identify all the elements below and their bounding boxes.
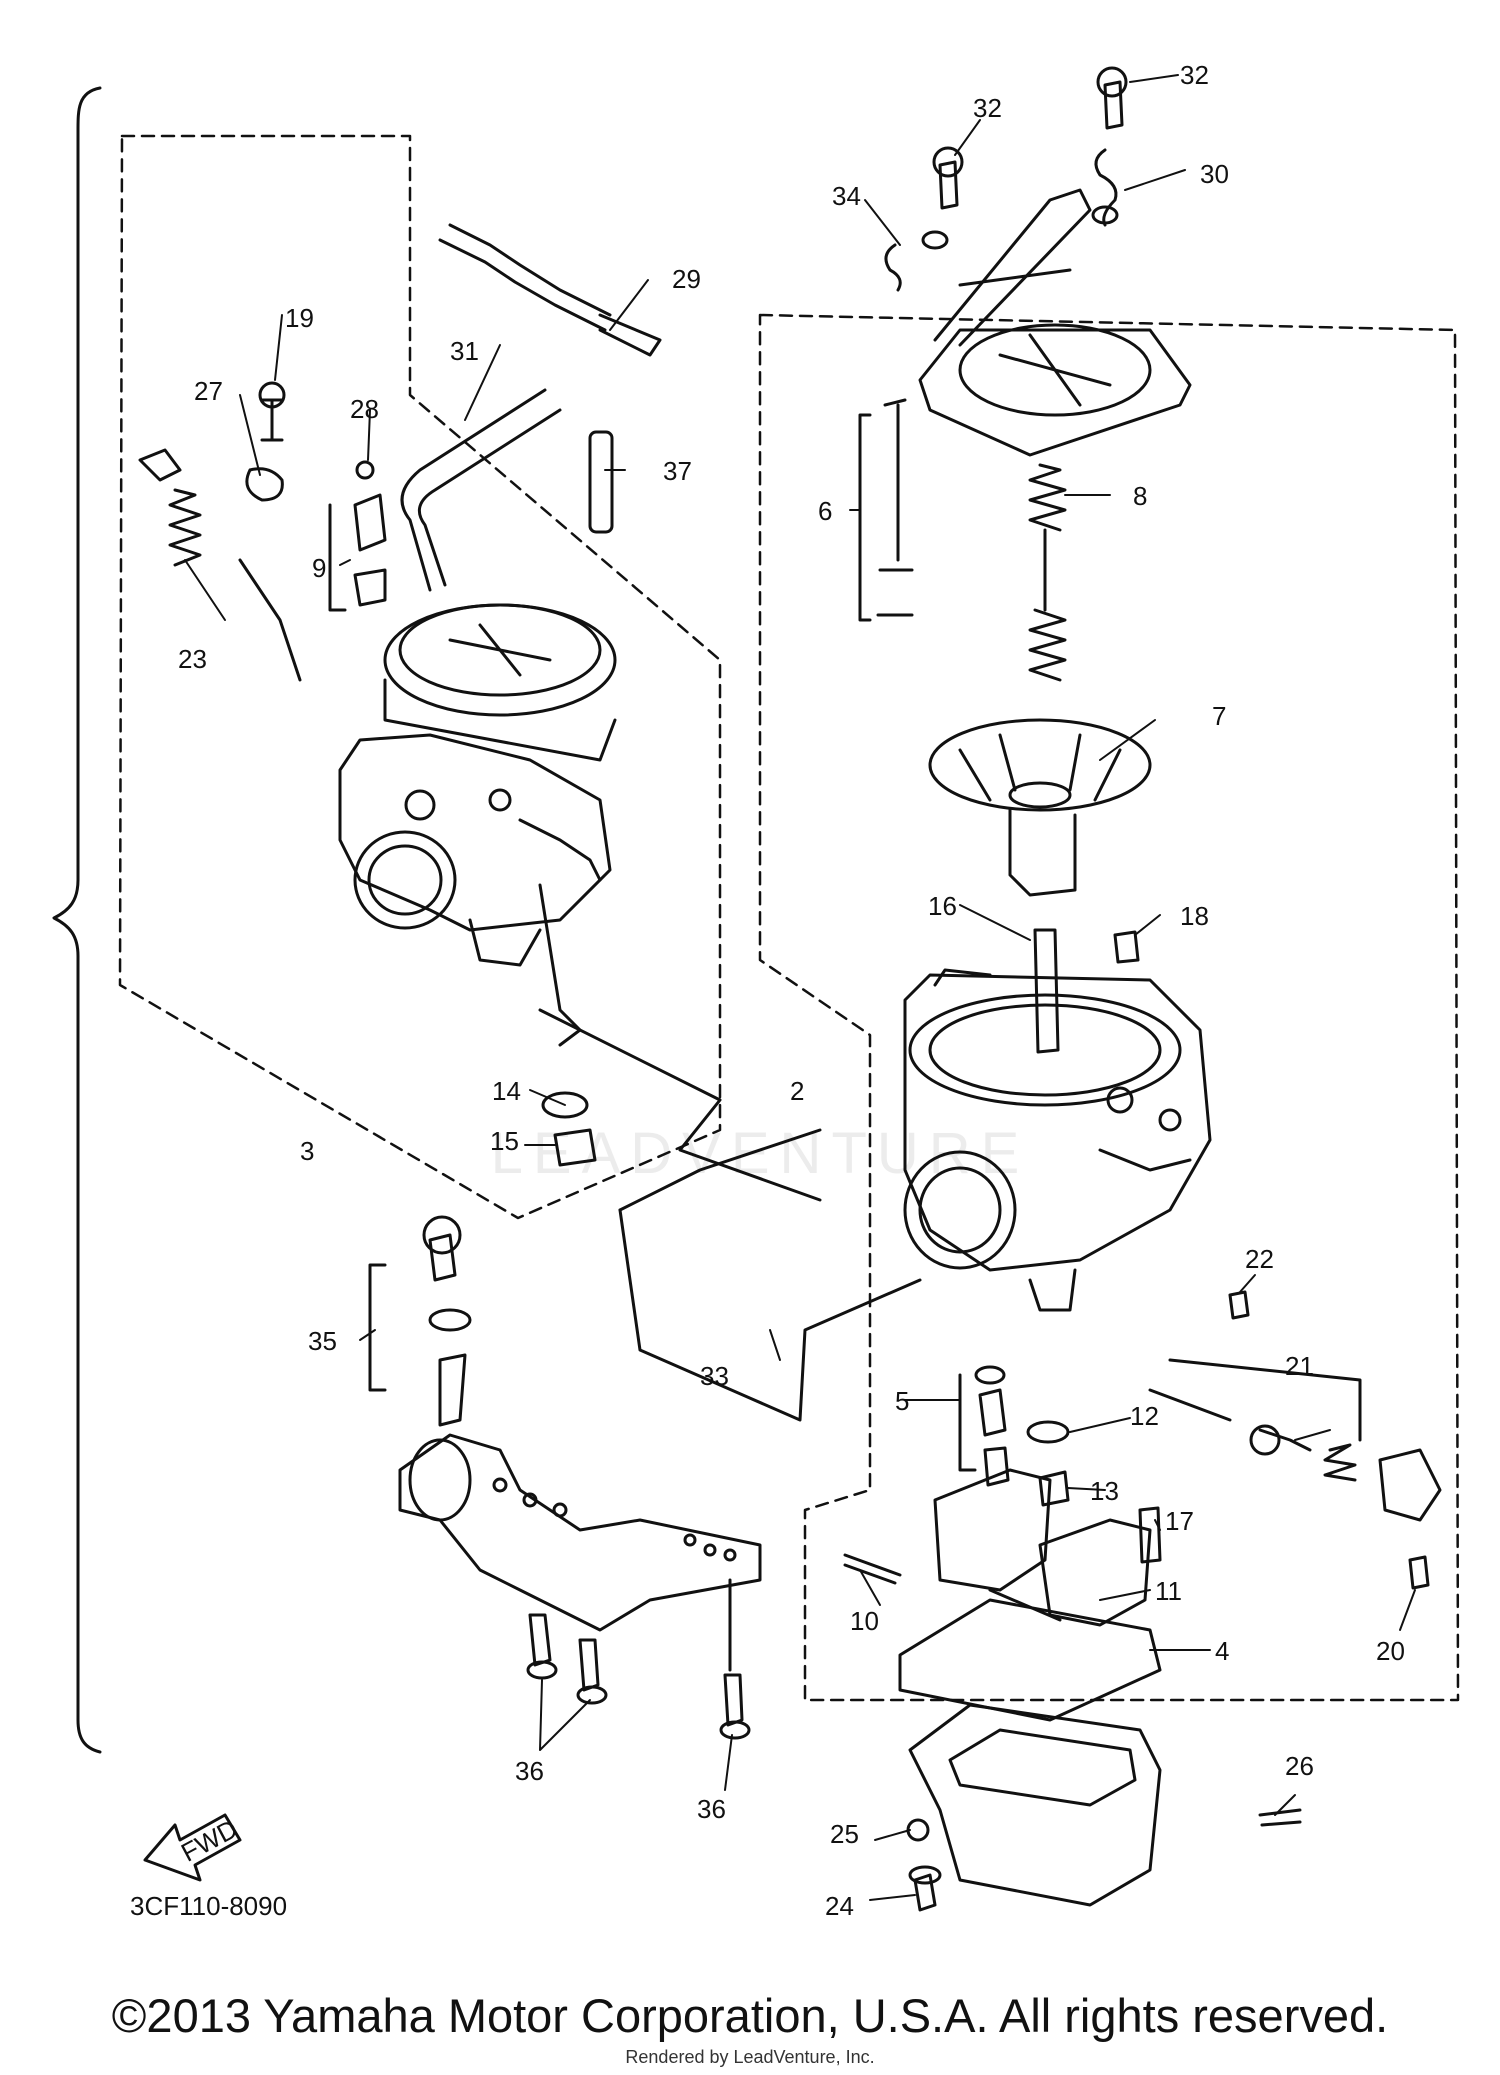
part-label-16: 16 bbox=[928, 891, 957, 921]
bracket-35 bbox=[398, 1433, 762, 1632]
part-label-29: 29 bbox=[672, 264, 701, 294]
pipe-29 bbox=[438, 223, 662, 357]
jet-9 bbox=[353, 493, 387, 607]
plug-15 bbox=[553, 1128, 597, 1167]
pilot-screw-21 bbox=[1148, 1388, 1312, 1452]
copyright-notice: ©2013 Yamaha Motor Corporation, U.S.A. A… bbox=[111, 1989, 1389, 2042]
part-label-27: 27 bbox=[194, 376, 223, 406]
part-label-22: 22 bbox=[1245, 1244, 1274, 1274]
part-label-30: 30 bbox=[1200, 159, 1229, 189]
bolt-36a bbox=[528, 1613, 552, 1667]
needle-6 bbox=[876, 398, 914, 617]
assembly-brace bbox=[52, 86, 102, 1754]
screw-26 bbox=[1258, 1808, 1302, 1827]
diaphragm bbox=[928, 718, 1152, 897]
part-label-36b: 36 bbox=[697, 1794, 726, 1824]
part-label-4: 4 bbox=[1215, 1636, 1229, 1666]
left-carburetor bbox=[338, 603, 617, 1047]
part-label-10: 10 bbox=[850, 1606, 879, 1636]
part-label-7: 7 bbox=[1212, 701, 1226, 731]
fwd-arrow bbox=[143, 1813, 242, 1882]
screw-10 bbox=[843, 1553, 902, 1585]
float-11 bbox=[933, 1468, 1152, 1627]
diaphragm-cover bbox=[918, 188, 1192, 457]
washer-14 bbox=[541, 1091, 589, 1119]
screw-18 bbox=[1113, 930, 1140, 964]
part-label-3: 3 bbox=[300, 1136, 314, 1166]
spring-23 bbox=[138, 448, 202, 567]
part-label-28: 28 bbox=[350, 394, 379, 424]
part-label-5: 5 bbox=[895, 1386, 909, 1416]
gasket-4 bbox=[898, 1598, 1162, 1722]
part-label-2: 2 bbox=[790, 1076, 804, 1106]
part-label-14: 14 bbox=[492, 1076, 521, 1106]
part-label-9: 9 bbox=[312, 553, 326, 583]
screw-19 bbox=[260, 398, 284, 442]
bolt-24 bbox=[913, 1873, 937, 1912]
clip-30 bbox=[1094, 148, 1118, 227]
drawing-code: 3CF110-8090 bbox=[130, 1891, 287, 1921]
part-label-37: 37 bbox=[663, 456, 692, 486]
dashed-outline-left bbox=[118, 134, 722, 1220]
part-labels: 2 3 4 5 6 7 8 9 10 11 12 13 14 15 16 17 … bbox=[178, 60, 1405, 1921]
link-33 bbox=[618, 1208, 922, 1422]
part-label-35: 35 bbox=[308, 1326, 337, 1356]
part-label-31: 31 bbox=[450, 336, 479, 366]
clip-34 bbox=[884, 243, 902, 292]
part-label-12: 12 bbox=[1130, 1401, 1159, 1431]
screw-32a bbox=[1103, 80, 1124, 130]
part-label-11: 11 bbox=[1155, 1576, 1182, 1606]
part-label-18: 18 bbox=[1180, 901, 1209, 931]
bolt-36c bbox=[723, 1673, 744, 1727]
spring-8 bbox=[1028, 463, 1067, 682]
fwd-label: FWD bbox=[176, 1813, 242, 1867]
part-label-32b: 32 bbox=[973, 93, 1002, 123]
screw-22 bbox=[1228, 1290, 1250, 1320]
part-label-32a: 32 bbox=[1180, 60, 1209, 90]
rendered-by-notice: Rendered by LeadVenture, Inc. bbox=[625, 2047, 875, 2067]
part-label-17: 17 bbox=[1165, 1506, 1194, 1536]
jet-17 bbox=[1138, 1506, 1162, 1564]
hose-31 bbox=[400, 388, 562, 592]
part-label-26: 26 bbox=[1285, 1751, 1314, 1781]
part-label-25: 25 bbox=[830, 1819, 859, 1849]
part-label-24: 24 bbox=[825, 1891, 854, 1921]
float-bowl bbox=[908, 1703, 1162, 1907]
jet-5 bbox=[978, 1388, 1010, 1487]
dashed-outline-right bbox=[758, 313, 1460, 1702]
clip-27 bbox=[245, 467, 284, 502]
part-label-8: 8 bbox=[1133, 481, 1147, 511]
part-label-13: 13 bbox=[1090, 1476, 1119, 1506]
jet-16 bbox=[1033, 928, 1060, 1054]
bolt-35a bbox=[428, 1233, 457, 1282]
tube-37 bbox=[588, 430, 614, 534]
part-label-21: 21 bbox=[1285, 1351, 1314, 1381]
washer-12 bbox=[1026, 1420, 1070, 1444]
part-label-6: 6 bbox=[818, 496, 832, 526]
bolt-36b bbox=[578, 1638, 600, 1692]
part-label-15: 15 bbox=[490, 1126, 519, 1156]
plug-13 bbox=[1038, 1470, 1070, 1507]
part-label-34: 34 bbox=[832, 181, 861, 211]
part-label-23: 23 bbox=[178, 644, 207, 674]
screw-32b bbox=[938, 160, 959, 210]
part-label-19: 19 bbox=[285, 303, 314, 333]
part-label-20: 20 bbox=[1376, 1636, 1405, 1666]
leader-lines bbox=[184, 74, 1416, 1901]
screw-20 bbox=[1408, 1555, 1430, 1590]
right-carburetor bbox=[903, 968, 1212, 1312]
part-label-36a: 36 bbox=[515, 1756, 544, 1786]
part-label-33: 33 bbox=[700, 1361, 729, 1391]
